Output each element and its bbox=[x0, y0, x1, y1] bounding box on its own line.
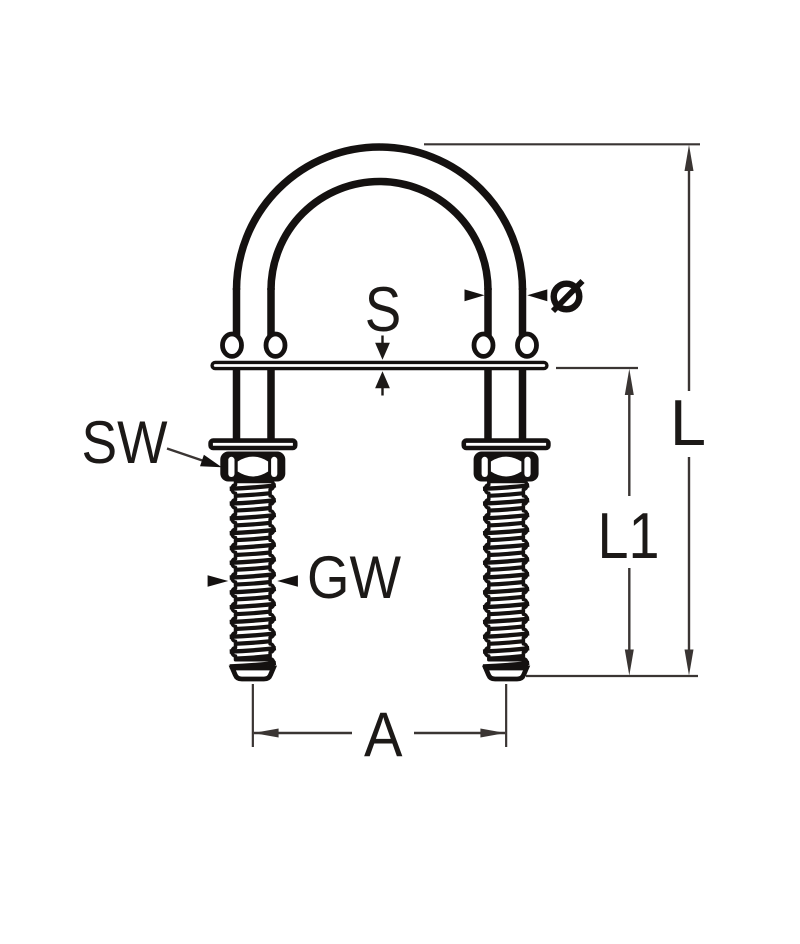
svg-text:L: L bbox=[670, 386, 706, 459]
svg-text:S: S bbox=[365, 275, 402, 345]
svg-text:L1: L1 bbox=[598, 499, 660, 572]
svg-text:GW: GW bbox=[307, 544, 401, 611]
svg-text:A: A bbox=[364, 700, 403, 770]
svg-text:SW: SW bbox=[82, 409, 168, 476]
